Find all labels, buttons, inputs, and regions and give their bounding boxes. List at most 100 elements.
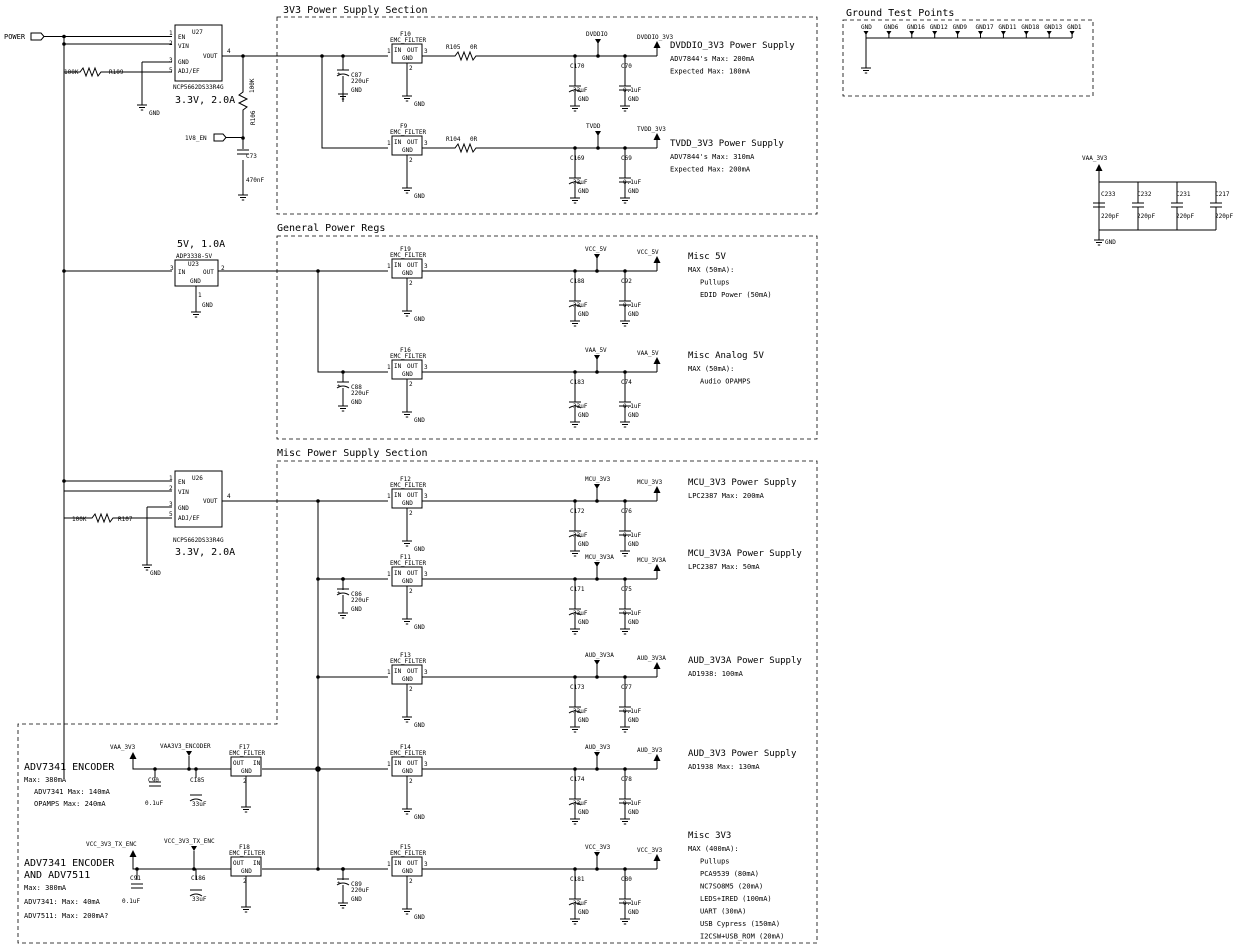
svg-text:33uF: 33uF	[192, 801, 207, 808]
svg-text:NCP5662DS33R4G: NCP5662DS33R4G	[173, 537, 224, 544]
svg-text:F18: F18	[239, 844, 250, 851]
svg-text:EMC_FILTER: EMC_FILTER	[390, 129, 427, 136]
svg-text:0.1uF: 0.1uF	[623, 800, 641, 807]
svg-text:MCU_3V3A Power Supply: MCU_3V3A Power Supply	[688, 549, 802, 559]
svg-text:MAX (50mA):: MAX (50mA):	[688, 266, 734, 274]
svg-text:AUD_3V3A Power Supply: AUD_3V3A Power Supply	[688, 656, 802, 666]
svg-text:220uF: 220uF	[351, 78, 369, 85]
svg-text:2: 2	[243, 778, 247, 785]
svg-text:Misc Analog 5V: Misc Analog 5V	[688, 351, 764, 361]
svg-text:C231: C231	[1176, 191, 1191, 198]
svg-text:MCU_3V3 Power Supply: MCU_3V3 Power Supply	[688, 478, 797, 488]
r106-ref: R106	[250, 110, 257, 125]
svg-text:OUT: OUT	[203, 269, 214, 276]
r107-value: 100K	[72, 516, 87, 523]
svg-text:LPC2387 Max: 50mA: LPC2387 Max: 50mA	[688, 563, 760, 571]
svg-text:F19: F19	[400, 246, 411, 253]
svg-text:IN: IN	[253, 760, 261, 767]
svg-text:1: 1	[387, 861, 391, 868]
svg-text:33uF: 33uF	[573, 302, 588, 309]
svg-text:0.1uF: 0.1uF	[623, 403, 641, 410]
svg-text:0R: 0R	[470, 44, 478, 51]
svg-text:33uF: 33uF	[573, 403, 588, 410]
svg-text:GND17: GND17	[976, 24, 994, 31]
svg-text:IN: IN	[394, 570, 402, 577]
svg-text:Audio OPAMPS: Audio OPAMPS	[700, 378, 751, 386]
svg-text:0.1uF: 0.1uF	[623, 900, 641, 907]
svg-text:0.1uF: 0.1uF	[145, 800, 163, 807]
svg-text:1: 1	[387, 493, 391, 500]
svg-text:GND: GND	[402, 868, 413, 875]
svg-text:VCC_3V3_TX_ENC: VCC_3V3_TX_ENC	[164, 838, 215, 845]
svg-text:C80: C80	[621, 876, 632, 883]
svg-text:TVDD_3V3: TVDD_3V3	[637, 126, 666, 133]
svg-text:+: +	[337, 880, 341, 887]
svg-text:2: 2	[409, 588, 413, 595]
svg-text:GND: GND	[578, 909, 589, 916]
svg-text:2: 2	[409, 510, 413, 517]
svg-text:DVDDIO_3V3 Power Supply: DVDDIO_3V3 Power Supply	[670, 41, 795, 51]
svg-text:2: 2	[409, 65, 413, 72]
svg-text:C77: C77	[621, 684, 632, 691]
svg-text:AUD_3V3A: AUD_3V3A	[637, 655, 666, 662]
svg-text:3: 3	[170, 265, 174, 272]
vout-junctions	[241, 54, 345, 140]
svg-text:ADJ/EF: ADJ/EF	[178, 515, 200, 522]
svg-text:C232: C232	[1137, 191, 1152, 198]
svg-text:Max: 380mA: Max: 380mA	[24, 884, 67, 892]
svg-text:F15: F15	[400, 844, 411, 851]
svg-text:GND: GND	[402, 676, 413, 683]
svg-text:GND: GND	[628, 96, 639, 103]
svg-text:EMC_FILTER: EMC_FILTER	[390, 850, 427, 857]
svg-text:ADV7844's Max: 200mA: ADV7844's Max: 200mA	[670, 55, 755, 63]
svg-text:C174: C174	[570, 776, 585, 783]
svg-text:VCC_5V: VCC_5V	[637, 249, 659, 256]
svg-text:USB Cypress (150mA): USB Cypress (150mA)	[700, 920, 780, 928]
svg-text:2: 2	[169, 40, 173, 47]
svg-text:3: 3	[169, 57, 173, 64]
svg-text:C217: C217	[1215, 191, 1230, 198]
svg-text:C88: C88	[351, 384, 362, 391]
svg-text:33uF: 33uF	[573, 87, 588, 94]
svg-text:3.3V, 2.0A: 3.3V, 2.0A	[175, 547, 235, 558]
svg-text:GND: GND	[414, 316, 425, 323]
svg-text:5V, 1.0A: 5V, 1.0A	[177, 239, 225, 250]
svg-text:GND: GND	[628, 619, 639, 626]
svg-text:3: 3	[169, 501, 173, 508]
svg-text:R105: R105	[446, 44, 461, 51]
svg-text:IN: IN	[394, 262, 402, 269]
svg-text:33uF: 33uF	[192, 896, 207, 903]
power-junctions	[62, 34, 66, 483]
vaa-3v3-decoupling: VAA_3V3 GND C233220pFC232220pFC231220pFC…	[1082, 155, 1233, 246]
svg-text:1: 1	[387, 571, 391, 578]
svg-text:GND: GND	[402, 55, 413, 62]
svg-text:EMC_FILTER: EMC_FILTER	[390, 750, 427, 757]
svg-text:GND: GND	[414, 624, 425, 631]
section-general-box	[276, 235, 818, 440]
svg-text:TVDD: TVDD	[586, 123, 601, 130]
u26-aux-wiring	[64, 506, 172, 565]
section-3v3-title: 3V3 Power Supply Section	[283, 5, 428, 16]
svg-text:5: 5	[169, 511, 173, 518]
svg-text:GND11: GND11	[998, 24, 1016, 31]
svg-text:VCC_5V: VCC_5V	[585, 246, 607, 253]
svg-text:F11: F11	[400, 554, 411, 561]
svg-text:2: 2	[409, 686, 413, 693]
svg-text:3: 3	[424, 669, 428, 676]
svg-text:ADV7511: Max: 200mA?: ADV7511: Max: 200mA?	[24, 912, 108, 920]
svg-text:ADV7341 ENCODER: ADV7341 ENCODER	[24, 762, 115, 773]
svg-text:3: 3	[424, 364, 428, 371]
svg-text:OUT: OUT	[407, 760, 418, 767]
svg-text:AUD_3V3 Power Supply: AUD_3V3 Power Supply	[688, 749, 797, 759]
svg-text:2: 2	[409, 157, 413, 164]
regulator-u23: 5V, 1.0A ADP3338-5V U23 IN OUT GND 3 2 1…	[170, 239, 225, 318]
